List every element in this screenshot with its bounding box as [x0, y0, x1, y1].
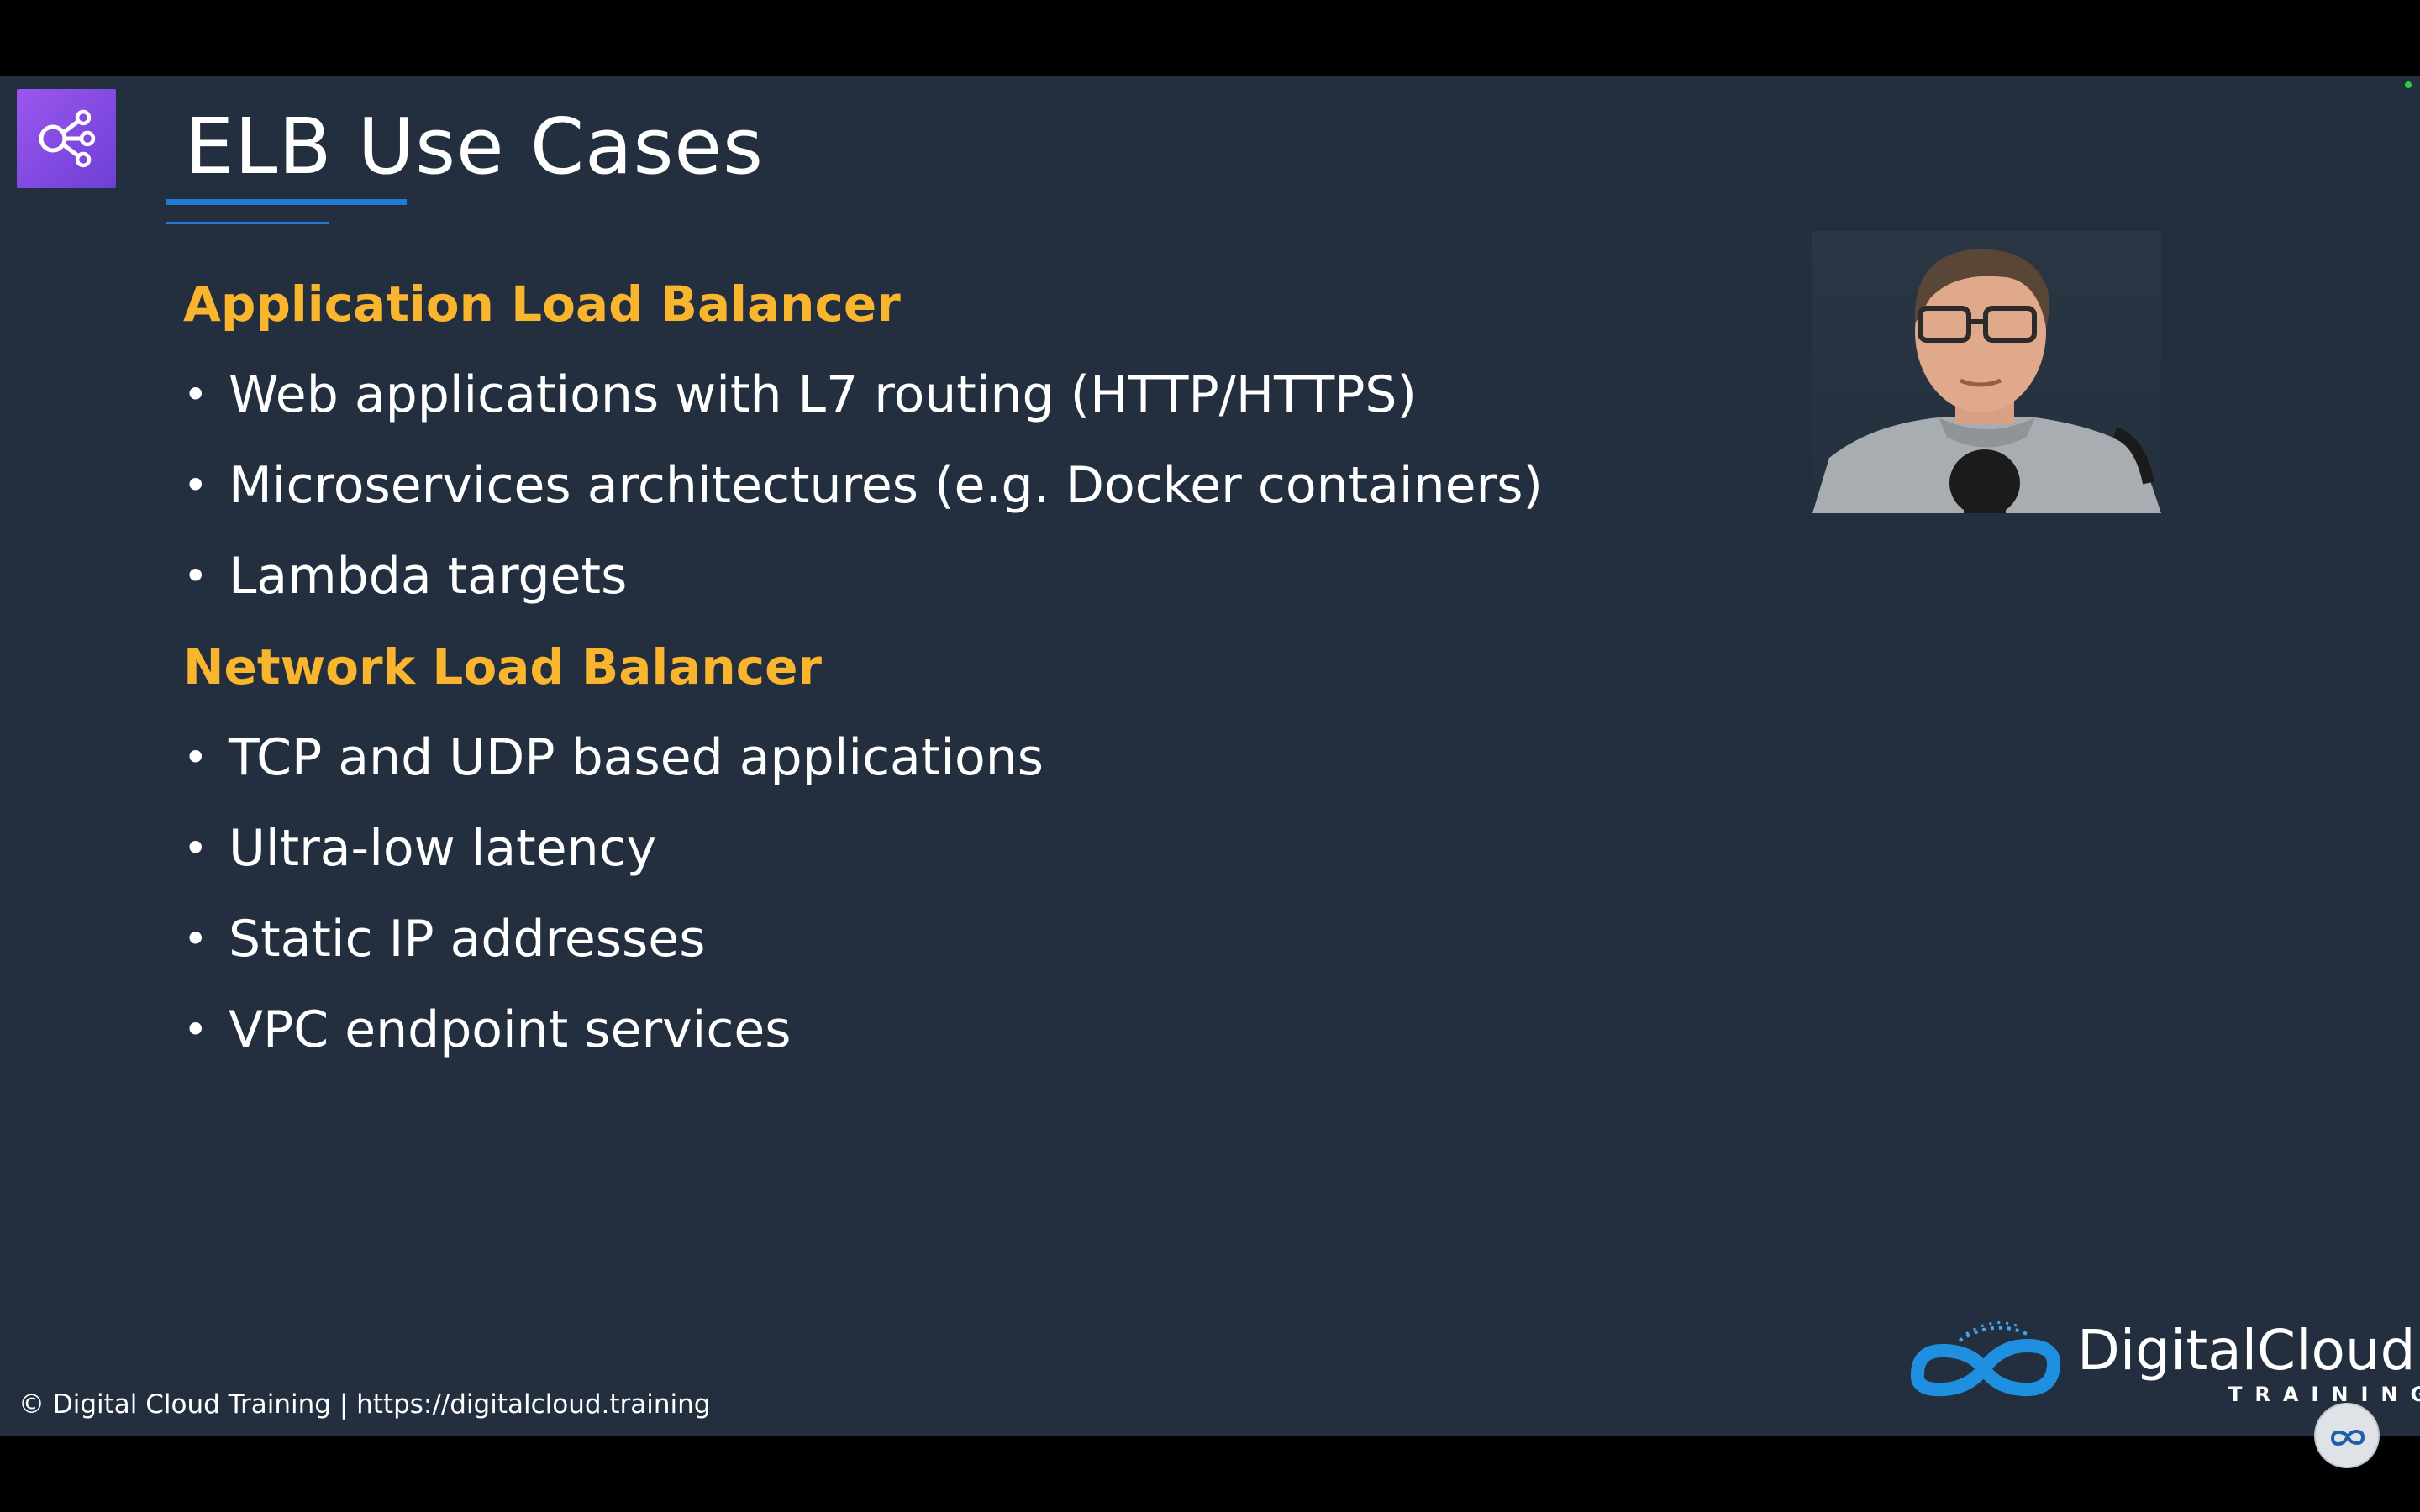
list-item: • Lambda targets — [183, 531, 1696, 622]
list-item-text: Ultra-low latency — [229, 819, 657, 878]
list-item-text: TCP and UDP based applications — [229, 728, 1044, 787]
letterbox-bottom — [0, 1436, 2420, 1512]
bullet-icon: • — [183, 370, 208, 419]
infinity-cloud-icon — [1910, 1321, 2061, 1397]
bullet-icon: • — [183, 552, 208, 601]
list-item-text: Web applications with L7 routing (HTTP/H… — [229, 365, 1417, 424]
list-item-text: VPC endpoint services — [229, 1000, 792, 1059]
list-item: • Microservices architectures (e.g. Docke… — [183, 440, 1696, 531]
section-network-load-balancer: Network Load Balancer • TCP and UDP based… — [183, 622, 1696, 1075]
presenter-webcam — [1812, 231, 2161, 513]
list-item: • Static IP addresses — [183, 894, 1696, 984]
list-item: • TCP and UDP based applications — [183, 712, 1696, 803]
logo-tagline: TRAINING — [2228, 1383, 2420, 1406]
channel-avatar-button[interactable] — [2314, 1403, 2380, 1468]
section-heading: Application Load Balancer — [183, 276, 901, 333]
presenter-video-icon — [1812, 249, 2161, 513]
copyright-footer: © Digital Cloud Training | https://digit… — [18, 1389, 711, 1420]
digitalcloud-logo: DigitalCloud TRAINING — [1901, 1309, 2420, 1418]
section-heading: Network Load Balancer — [183, 638, 823, 696]
letterbox-top — [0, 0, 2420, 76]
list-item: • Web applications with L7 routing (HTTP/… — [183, 349, 1696, 440]
title-underline — [166, 199, 407, 205]
bullet-icon: • — [183, 915, 208, 963]
slide-content: Application Load Balancer • Web applicati… — [183, 259, 1696, 1075]
elb-network-icon — [17, 89, 116, 188]
title-underline-secondary — [166, 222, 329, 224]
bullet-icon: • — [183, 1005, 208, 1054]
section-application-load-balancer: Application Load Balancer • Web applicati… — [183, 259, 1696, 622]
digitalcloud-badge-icon — [2330, 1429, 2365, 1446]
list-item: • Ultra-low latency — [183, 803, 1696, 894]
share-nodes-icon — [39, 109, 96, 168]
slide-title: ELB Use Cases — [185, 102, 764, 192]
bullet-icon: • — [183, 733, 208, 782]
list-item: • VPC endpoint services — [183, 984, 1696, 1075]
logo-name: DigitalCloud — [2077, 1318, 2416, 1383]
list-item-text: Microservices architectures (e.g. Docker… — [229, 456, 1543, 515]
bullet-icon: • — [183, 824, 208, 873]
presentation-slide: ELB Use Cases Application Load Balancer … — [0, 76, 2420, 1436]
recording-status-icon — [2405, 81, 2412, 88]
bullet-icon: • — [183, 461, 208, 510]
list-item-text: Lambda targets — [229, 547, 628, 606]
list-item-text: Static IP addresses — [229, 910, 706, 969]
